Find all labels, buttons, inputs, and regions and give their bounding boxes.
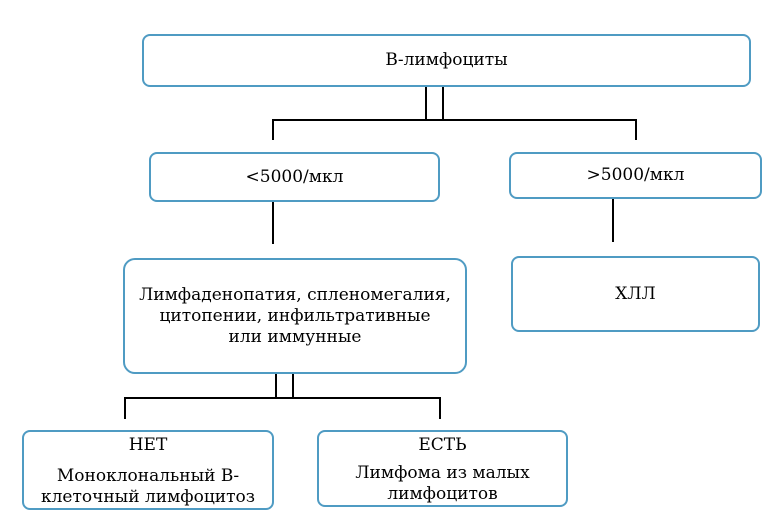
level1-right-box: >5000/мкл bbox=[509, 152, 762, 199]
level1-left-box: <5000/мкл bbox=[149, 152, 440, 202]
level3-no-line-1: Моноклональный В- bbox=[56, 466, 240, 486]
level1-right-label: >5000/мкл bbox=[586, 165, 685, 185]
level2-left-line-3: или иммунные bbox=[228, 326, 362, 347]
level2-left-line-2: цитопении, инфильтративные bbox=[159, 305, 431, 326]
level3-no-line-2: клеточный лимфоцитоз bbox=[40, 487, 256, 507]
level3-yes-line-1: Лимфома из малых bbox=[355, 463, 530, 483]
level3-no-box: НЕТ Моноклональный В- клеточный лимфоцит… bbox=[22, 430, 274, 510]
level3-yes-box: ЕСТЬ Лимфома из малых лимфоцитов bbox=[317, 430, 568, 507]
root-box: В-лимфоциты bbox=[142, 34, 751, 87]
level2-left-line-1: Лимфаденопатия, спленомегалия, bbox=[139, 284, 451, 305]
level1-left-label: <5000/мкл bbox=[245, 166, 344, 187]
level2-right-box: ХЛЛ bbox=[511, 256, 760, 332]
level2-right-label: ХЛЛ bbox=[615, 283, 656, 304]
level1-connectors bbox=[272, 198, 614, 244]
level3-no-title: НЕТ bbox=[128, 435, 168, 455]
root-label: В-лимфоциты bbox=[385, 50, 508, 70]
level2-connector bbox=[124, 373, 441, 419]
root-connector bbox=[272, 86, 637, 140]
level3-yes-title: ЕСТЬ bbox=[418, 435, 467, 455]
level2-left-box: Лимфаденопатия, спленомегалия, цитопении… bbox=[123, 258, 467, 374]
level3-yes-line-2: лимфоцитов bbox=[387, 484, 498, 504]
